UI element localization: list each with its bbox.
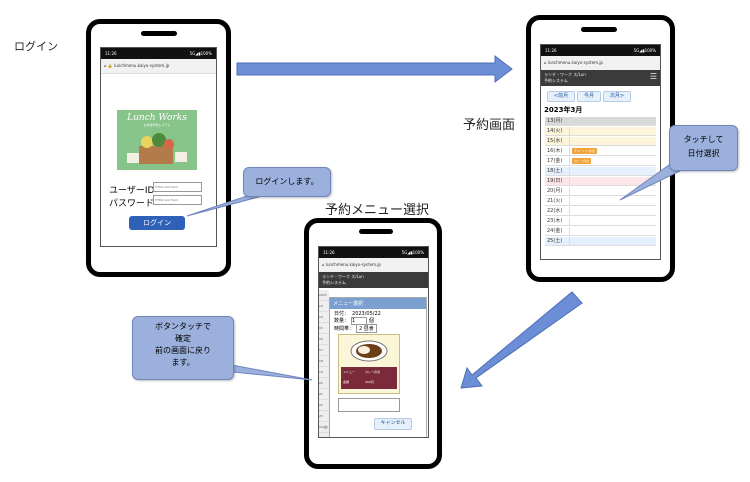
button-callout: ボタンタッチで 確定 前の画面に戻り ます。: [132, 316, 234, 380]
calendar-row[interactable]: 13(月): [545, 117, 656, 126]
background-day: 15: [319, 323, 329, 334]
calendar-row[interactable]: 18(土): [545, 167, 656, 176]
phone-speaker: [141, 31, 177, 36]
calendar-row[interactable]: 22(水): [545, 207, 656, 216]
reservation-badge[interactable]: カレー弁当: [572, 158, 592, 164]
calendar-row[interactable]: 20(月): [545, 187, 656, 196]
calendar-row[interactable]: 15(水): [545, 137, 656, 146]
calendar-day-label: 18(土): [545, 167, 570, 175]
background-day: 16: [319, 334, 329, 345]
status-bar: 11:26 5G◢▮100%: [319, 247, 428, 258]
cancel-button[interactable]: キャンセル: [374, 418, 412, 430]
background-day: 21: [319, 389, 329, 400]
password-input[interactable]: HTML text field: [153, 195, 202, 205]
status-bar: 11:26 5G◢▮100%: [541, 45, 660, 56]
status-bar: 11:26 5G◢▮100%: [101, 48, 216, 59]
calendar-row[interactable]: 24(金): [545, 227, 656, 236]
phone-speaker: [359, 229, 393, 234]
calendar-day-label: 14(火): [545, 127, 570, 135]
background-day: 2023: [319, 290, 329, 301]
background-day: 23: [319, 411, 329, 422]
calendar-row[interactable]: 16(木)チャーハン弁当: [545, 147, 656, 156]
background-day: 14: [319, 312, 329, 323]
phone-menu: 11:26 5G◢▮100% ⌂ lunchmenu.kaiyo-system.…: [304, 218, 442, 469]
background-day: 24(金): [319, 422, 329, 433]
menu-card[interactable]: メニュー カレー弁当 金額 400円: [338, 334, 400, 394]
date-value: 2023/05/22: [352, 311, 381, 317]
lunch-illustration: [127, 133, 187, 164]
phone-speaker: [581, 27, 617, 32]
arrow-calendar-to-menu: [460, 291, 583, 389]
brand-logo: Lunch Works お弁当予約システム: [117, 110, 197, 170]
calendar-day-label: 20(月): [545, 187, 570, 195]
menu-icon[interactable]: ☰: [649, 72, 657, 81]
calendar-screen: 11:26 5G◢▮100% ⌂ lunchmenu.kaiyo-system.…: [540, 44, 661, 260]
calendar-day-label: 19(日): [545, 177, 570, 185]
time-select[interactable]: 2 昼食: [356, 324, 377, 333]
calendar-day-label: 25(土): [545, 237, 570, 245]
calendar-day-label: 15(水): [545, 137, 570, 145]
calendar-day-label: 13(月): [545, 117, 570, 125]
prev-month-button[interactable]: <前月: [547, 91, 575, 102]
calendar-day-label: 24(金): [545, 227, 570, 235]
curry-image: [350, 340, 388, 362]
month-title: 2023年3月: [544, 106, 583, 114]
this-month-button[interactable]: 今月: [577, 91, 601, 102]
app-subtitle: 予約システム: [544, 78, 568, 83]
touch-date-callout: タッチして 日付選択: [669, 125, 738, 171]
label-menu-select: 予約メニュー選択: [325, 203, 430, 218]
lock-icon: 🔒: [107, 63, 113, 68]
app-title: ランチ・ワーク ス/Lun: [544, 72, 586, 77]
phone-login: 11:26 5G◢▮100% ⌂ 🔒 lunchmenu.kaiyo-syste…: [86, 19, 231, 277]
background-day: 13: [319, 301, 329, 312]
background-day: 17: [319, 345, 329, 356]
calendar-day-label: 21(火): [545, 197, 570, 205]
background-day: 18: [319, 356, 329, 367]
brand-name: Lunch Works: [127, 113, 187, 123]
userid-label: ユーザーID: [109, 186, 155, 196]
calendar-row[interactable]: 17(金)カレー弁当: [545, 157, 656, 166]
label-login: ログイン: [14, 40, 58, 53]
calendar-day-label: 23(木): [545, 217, 570, 225]
next-month-button[interactable]: 次月>: [603, 91, 631, 102]
url-bar[interactable]: ⌂ 🔒 lunchmenu.kaiyo-system.jp: [101, 59, 216, 74]
login-callout: ログインします。: [243, 167, 331, 197]
calendar-row[interactable]: 14(火): [545, 127, 656, 136]
notes-box[interactable]: [338, 398, 400, 412]
app-header: ランチ・ワーク ス/Lun 予約システム ☰: [541, 70, 660, 86]
menu-screen: 11:26 5G◢▮100% ⌂ lunchmenu.kaiyo-system.…: [318, 246, 429, 438]
home-icon[interactable]: ⌂: [322, 262, 325, 267]
background-day: 25(土): [319, 433, 329, 437]
userid-input[interactable]: HTML text field: [153, 182, 202, 192]
calendar-day-label: 17(金): [545, 157, 570, 165]
calendar-row[interactable]: 19(日): [545, 177, 656, 186]
background-day: 20: [319, 378, 329, 389]
calendar-row[interactable]: 21(火): [545, 197, 656, 206]
home-icon[interactable]: ⌂: [544, 60, 547, 65]
background-day: 19: [319, 367, 329, 378]
calendar-row[interactable]: 25(土): [545, 237, 656, 246]
phone-calendar: 11:26 5G◢▮100% ⌂ lunchmenu.kaiyo-system.…: [526, 15, 675, 282]
login-screen: 11:26 5G◢▮100% ⌂ 🔒 lunchmenu.kaiyo-syste…: [100, 47, 217, 247]
background-day: 22: [319, 400, 329, 411]
calendar-day-label: 16(木): [545, 147, 570, 155]
dialog-title: メニュー選択: [330, 298, 426, 309]
brand-sub: お弁当予約システム: [143, 123, 171, 127]
calendar-day-label: 22(水): [545, 207, 570, 215]
login-button[interactable]: ログイン: [129, 216, 185, 230]
app-header: ランチ・ワーク ス/Lun 予約システム: [319, 272, 428, 288]
password-label: パスワード: [109, 199, 155, 209]
arrow-login-to-calendar: [236, 54, 513, 84]
label-reserve-screen: 予約画面: [463, 118, 516, 133]
menu-info-table: メニュー カレー弁当 金額 400円: [341, 367, 397, 389]
calendar-row[interactable]: 23(木): [545, 217, 656, 226]
reservation-badge[interactable]: チャーハン弁当: [572, 148, 597, 154]
home-icon[interactable]: ⌂: [104, 63, 107, 68]
